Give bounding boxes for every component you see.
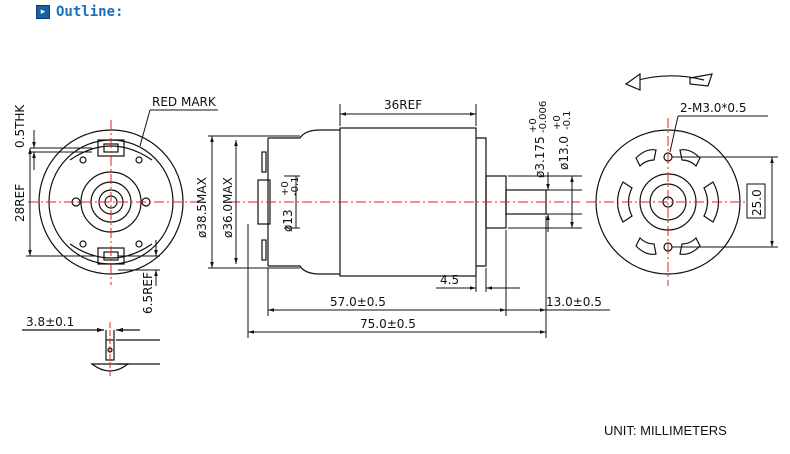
play-bullet-icon: ▸ bbox=[36, 5, 50, 19]
terminal-detail bbox=[22, 327, 160, 372]
od13-label: ø13 bbox=[281, 209, 295, 232]
boss-tol-plus: +0 bbox=[552, 115, 563, 130]
boss-tol-minus: -0.1 bbox=[562, 110, 573, 130]
len130-label: 13.0±0.5 bbox=[546, 295, 602, 309]
len750-label: 75.0±0.5 bbox=[360, 317, 416, 331]
unit-note: UNIT: MILLIMETERS bbox=[604, 423, 727, 438]
rotation-arrow-icon bbox=[624, 72, 713, 91]
shaft-tol-minus: -0.006 bbox=[538, 101, 549, 133]
rear-view-centerlines bbox=[28, 120, 200, 285]
len570-label: 57.0±0.5 bbox=[330, 295, 386, 309]
od385-label: ø38.5MAX bbox=[195, 177, 209, 238]
red-mark-label: RED MARK bbox=[152, 95, 217, 109]
shaft-dia-label: ø3.175 bbox=[533, 136, 547, 178]
outline-header: ▸ Outline: bbox=[36, 4, 123, 20]
ref65-label: 6.5REF bbox=[141, 272, 155, 314]
boss-dia-label: ø13.0 bbox=[557, 136, 571, 170]
od13-tol-plus: +0 bbox=[280, 181, 291, 196]
ref36-label: 36REF bbox=[384, 98, 422, 112]
od360-label: ø36.0MAX bbox=[221, 177, 235, 238]
ref28-label: 28REF bbox=[13, 184, 27, 222]
dim38-label: 3.8±0.1 bbox=[26, 315, 74, 329]
outline-title: Outline: bbox=[56, 4, 124, 20]
thk-label: 0.5THK bbox=[13, 104, 27, 148]
m30-label: 2-M3.0*0.5 bbox=[680, 101, 747, 115]
shaft-tol-plus: +0 bbox=[528, 118, 539, 133]
pcd-label: 25.0 bbox=[750, 189, 764, 216]
od13-tol-minus: -0.1 bbox=[290, 176, 301, 196]
dim45-label: 4.5 bbox=[440, 273, 459, 287]
